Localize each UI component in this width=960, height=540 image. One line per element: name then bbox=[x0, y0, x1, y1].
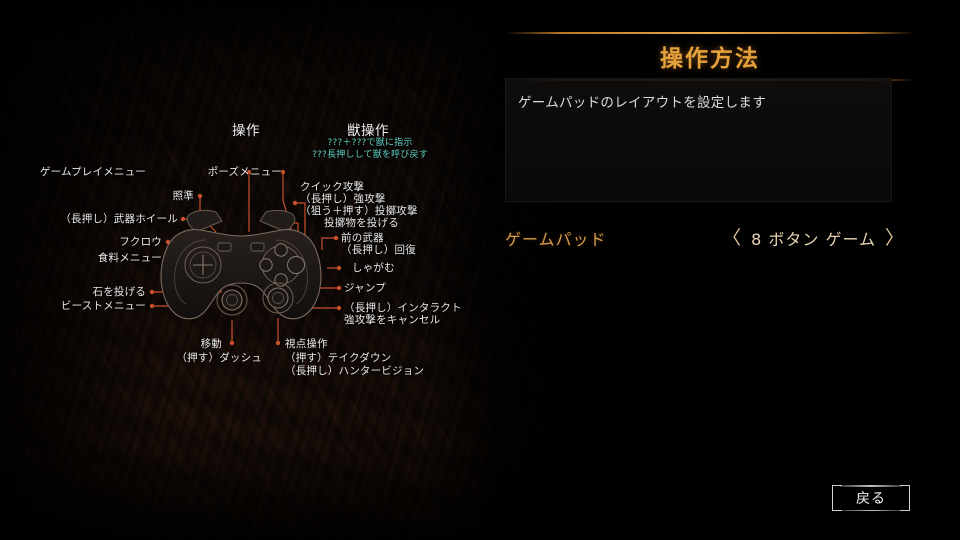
label-dash: （押す）ダッシュ bbox=[176, 352, 262, 364]
label-gameplay-menu: ゲームプレイメニュー bbox=[39, 166, 146, 178]
label-throw-attack: （狙う＋押す）投擲攻撃 bbox=[300, 205, 418, 217]
chevron-right-icon[interactable]: 〉 bbox=[884, 226, 905, 249]
chevron-left-icon[interactable]: 〈 bbox=[722, 226, 743, 249]
label-aim: 照準 bbox=[172, 190, 194, 202]
page-title: 操作方法 bbox=[505, 32, 915, 81]
label-quick-attack: クイック攻撃 bbox=[300, 181, 365, 193]
label-prev-weapon: 前の武器 bbox=[341, 232, 384, 244]
label-cancel-heavy-attack: 強攻撃をキャンセル bbox=[344, 314, 441, 326]
description-text: ゲームパッドのレイアウトを設定します bbox=[518, 95, 766, 111]
gamepad-body bbox=[160, 209, 322, 320]
label-weapon-wheel: （長押し）武器ホイール bbox=[60, 213, 178, 225]
back-button-bar-bottom bbox=[840, 509, 902, 511]
page-title-text: 操作方法 bbox=[660, 46, 760, 72]
label-heal: （長押し）回復 bbox=[341, 244, 416, 256]
gamepad-setting-row[interactable]: ゲームパッド 〈 8 ボタン ゲーム 〉 bbox=[505, 222, 915, 256]
diagram-heading-controls: 操作 bbox=[232, 123, 260, 139]
label-move: 移動 bbox=[200, 338, 222, 350]
gamepad-setting-value-group: 〈 8 ボタン ゲーム 〉 bbox=[722, 226, 905, 250]
diagram-heading-beast: 獣操作 bbox=[347, 123, 389, 139]
gamepad-illustration bbox=[160, 209, 322, 320]
gamepad-setting-label: ゲームパッド bbox=[505, 230, 607, 249]
label-food-menu: 食料メニュー bbox=[97, 252, 162, 264]
back-button-frame bbox=[832, 485, 910, 511]
gamepad-diagram: 操作 獣操作 ???＋???で獣に指示 ???長押しして獣を呼び戻す bbox=[39, 123, 462, 377]
label-hunter-vision: （長押し）ハンタービジョン bbox=[285, 365, 425, 377]
back-button-label: 戻る bbox=[856, 491, 886, 507]
label-owl: フクロウ bbox=[119, 236, 162, 248]
dpad-icon bbox=[193, 255, 213, 275]
label-heavy-attack: （長押し）強攻撃 bbox=[300, 193, 386, 205]
label-interact: （長押し）インタラクト bbox=[344, 302, 462, 314]
title-rule-top bbox=[505, 32, 915, 34]
label-takedown: （押す）テイクダウン bbox=[285, 352, 392, 364]
beast-instruction-line-1: ???＋???で獣に指示 bbox=[327, 138, 413, 148]
description-panel: ゲームパッドのレイアウトを設定します bbox=[505, 78, 892, 202]
label-camera: 視点操作 bbox=[285, 338, 328, 350]
label-pause-menu: ポーズメニュー bbox=[207, 166, 282, 178]
label-beast-menu: ビーストメニュー bbox=[60, 300, 146, 312]
gamepad-setting-value: 8 ボタン ゲーム bbox=[751, 230, 876, 249]
back-button[interactable]: 戻る bbox=[832, 485, 910, 511]
label-crouch: しゃがむ bbox=[352, 262, 395, 274]
back-button-bar-top bbox=[840, 485, 902, 487]
beast-instruction-line-2: ???長押しして獣を呼び戻す bbox=[312, 150, 428, 160]
settings-pane: 操作方法 ゲームパッドのレイアウトを設定します ゲームパッド 〈 8 ボタン ゲ… bbox=[480, 0, 960, 540]
label-jump: ジャンプ bbox=[344, 282, 386, 294]
label-throw-item: 投擲物を投げる bbox=[324, 217, 399, 229]
label-throw-stone: 石を投げる bbox=[92, 286, 146, 298]
